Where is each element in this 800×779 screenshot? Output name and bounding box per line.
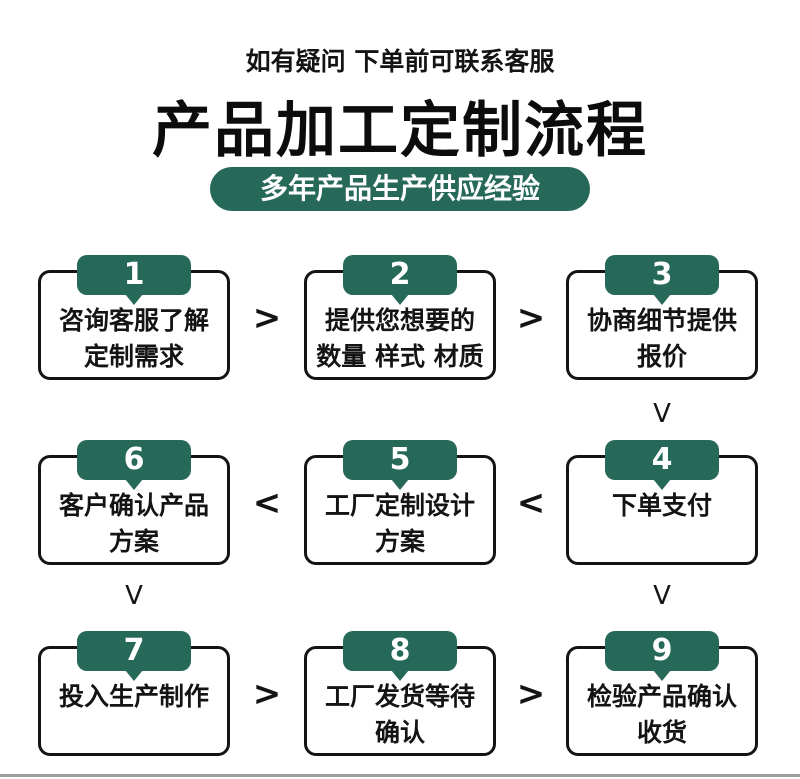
step-text: 咨询客服了解 定制需求 bbox=[41, 303, 227, 375]
step-box-3: 3 协商细节提供 报价 bbox=[566, 255, 758, 380]
step-text: 检验产品确认 收货 bbox=[569, 679, 755, 751]
step-box-4: 4 下单支付 bbox=[566, 440, 758, 565]
step-text-line: 检验产品确认 bbox=[586, 682, 737, 711]
step-number-badge: 2 bbox=[343, 255, 457, 295]
step-number-badge: 7 bbox=[77, 631, 191, 671]
step-text: 工厂发货等待 确认 bbox=[307, 679, 493, 751]
step-text-line: 协商细节提供 bbox=[586, 306, 737, 335]
step-text: 投入生产制作 bbox=[41, 679, 227, 715]
step-text: 客户确认产品 方案 bbox=[41, 488, 227, 560]
step-text-line: 客户确认产品 bbox=[58, 491, 209, 520]
step-text-line: 提供您想要的 bbox=[324, 306, 475, 335]
step-box-9: 9 检验产品确认 收货 bbox=[566, 631, 758, 756]
arrow-right-icon: > bbox=[516, 674, 546, 714]
step-number-badge: 4 bbox=[605, 440, 719, 480]
step-text-line: 下单支付 bbox=[611, 491, 712, 520]
page-title: 产品加工定制流程 bbox=[152, 96, 648, 166]
step-number-badge: 9 bbox=[605, 631, 719, 671]
arrow-down-icon: V bbox=[125, 581, 143, 611]
step-box-2: 2 提供您想要的 数量 样式 材质 bbox=[304, 255, 496, 380]
contact-note: 如有疑问 下单前可联系客服 bbox=[245, 47, 555, 76]
arrow-down-icon: V bbox=[653, 581, 671, 611]
step-text: 下单支付 bbox=[569, 488, 755, 524]
step-number-badge: 5 bbox=[343, 440, 457, 480]
step-text: 协商细节提供 报价 bbox=[569, 303, 755, 375]
arrow-left-icon: < bbox=[252, 483, 282, 523]
step-text-line: 方案 bbox=[108, 527, 159, 556]
step-number-badge: 1 bbox=[77, 255, 191, 295]
step-text-line: 工厂发货等待 bbox=[324, 682, 475, 711]
step-text-line: 工厂定制设计 bbox=[324, 491, 475, 520]
step-text-line: 确认 bbox=[374, 718, 425, 747]
step-text-line: 数量 样式 材质 bbox=[316, 342, 484, 371]
step-text-line: 投入生产制作 bbox=[58, 682, 209, 711]
step-text-line: 咨询客服了解 bbox=[58, 306, 209, 335]
step-box-5: 5 工厂定制设计 方案 bbox=[304, 440, 496, 565]
experience-badge: 多年产品生产供应经验 bbox=[209, 167, 591, 211]
step-text: 工厂定制设计 方案 bbox=[307, 488, 493, 560]
arrow-down-icon: V bbox=[653, 399, 671, 429]
step-box-6: 6 客户确认产品 方案 bbox=[38, 440, 230, 565]
step-number-badge: 8 bbox=[343, 631, 457, 671]
step-box-7: 7 投入生产制作 bbox=[38, 631, 230, 756]
step-text: 提供您想要的 数量 样式 材质 bbox=[307, 303, 493, 375]
arrow-right-icon: > bbox=[516, 298, 546, 338]
arrow-right-icon: > bbox=[252, 298, 282, 338]
step-number-badge: 6 bbox=[77, 440, 191, 480]
step-box-1: 1 咨询客服了解 定制需求 bbox=[38, 255, 230, 380]
step-text-line: 报价 bbox=[636, 342, 687, 371]
step-number-badge: 3 bbox=[605, 255, 719, 295]
arrow-left-icon: < bbox=[516, 483, 546, 523]
step-text-line: 定制需求 bbox=[83, 342, 184, 371]
arrow-right-icon: > bbox=[252, 674, 282, 714]
step-text-line: 方案 bbox=[374, 527, 425, 556]
bottom-divider bbox=[0, 774, 800, 777]
step-box-8: 8 工厂发货等待 确认 bbox=[304, 631, 496, 756]
step-text-line: 收货 bbox=[636, 718, 687, 747]
